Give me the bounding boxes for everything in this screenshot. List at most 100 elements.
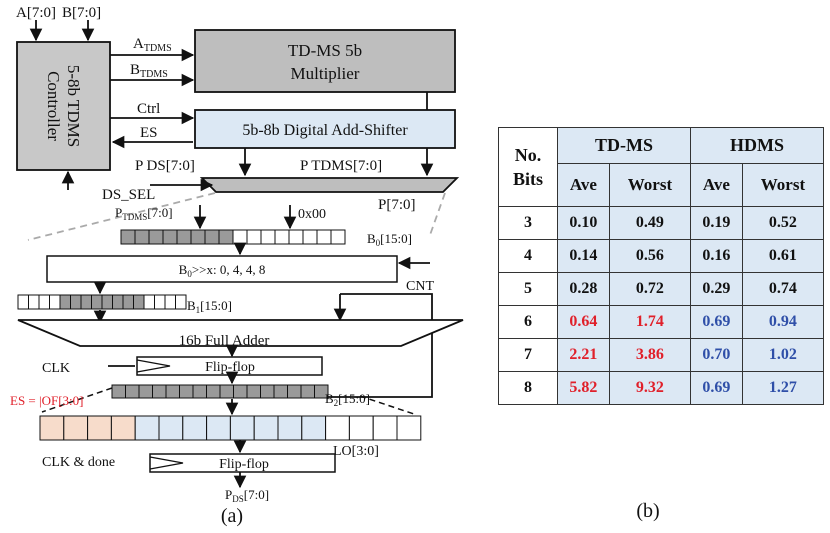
result-bit-cell <box>253 415 279 441</box>
b2-bit-cell <box>125 384 140 399</box>
b0-bit-cell <box>330 229 346 245</box>
b2-bit-cell <box>206 384 221 399</box>
hdms-ave-cell: 0.29 <box>689 272 743 306</box>
tdms-worst-cell: 1.74 <box>608 305 691 339</box>
b0-shifter-box <box>46 255 398 283</box>
zoom-line-right <box>429 192 446 236</box>
ff2-clock-symbol <box>149 456 184 470</box>
hdms-ave-cell: 0.69 <box>689 371 743 405</box>
b1-bit-cell <box>80 294 92 310</box>
b2-bit-cell <box>219 384 234 399</box>
hex-zero-label: 0x00 <box>298 207 326 222</box>
bits-cell: 5 <box>498 272 558 306</box>
b2-label: B2[15:0] <box>325 391 370 408</box>
b1-bit-cell <box>101 294 113 310</box>
b1-bit-cell <box>143 294 155 310</box>
shifter-label: B0>>x: 0, 4, 4, 8 <box>179 262 266 279</box>
multiplier-label-line2: Multiplier <box>291 64 360 83</box>
b0-bit-cell <box>302 229 318 245</box>
b1-bit-cell <box>38 294 50 310</box>
pds-output-label: PDS[7:0] <box>225 487 269 504</box>
tdms-ave-header: Ave <box>557 163 610 207</box>
hdms-worst-cell: 1.02 <box>741 338 825 372</box>
hdms-ave-header: Ave <box>689 163 743 207</box>
b1-register <box>17 294 187 310</box>
b1-bit-cell <box>164 294 176 310</box>
tdms-ave-cell: 2.21 <box>557 338 610 372</box>
table-subheader-row: Ave Worst Ave Worst <box>499 163 825 207</box>
result-bit-cell <box>87 415 112 441</box>
b0-bit-cell <box>190 229 206 245</box>
table-header-row: No. Bits TD-MS HDMS <box>498 127 825 207</box>
b2-bit-cell <box>165 384 180 399</box>
b0-bit-cell <box>288 229 304 245</box>
tdms-ave-cell: 0.28 <box>557 272 610 306</box>
b1-label: B1[15:0] <box>187 298 232 315</box>
hdms-worst-cell: 0.74 <box>741 272 825 306</box>
output-mux <box>199 177 460 193</box>
caption-a: (a) <box>221 505 243 527</box>
input-a-label: A[7:0] <box>16 5 56 21</box>
result-bit-cell <box>301 415 327 441</box>
b2-bit-cell <box>287 384 302 399</box>
result-bit-cell <box>39 415 65 441</box>
p-ds-label: P DS[7:0] <box>135 158 195 174</box>
tdms-ave-cell: 0.10 <box>557 206 610 240</box>
tdms-worst-cell: 3.86 <box>608 338 691 372</box>
result-bit-cell <box>325 415 350 441</box>
add-shifter-label: 5b-8b Digital Add-Shifter <box>242 122 408 139</box>
bits-cell: 7 <box>498 338 558 372</box>
hdms-worst-cell: 0.52 <box>741 206 825 240</box>
tdms-worst-header: Worst <box>608 163 691 207</box>
b2-bit-cell <box>260 384 275 399</box>
b2-bit-cell <box>138 384 153 399</box>
results-table: No. Bits TD-MS HDMS Ave Worst Ave Worst … <box>498 127 825 405</box>
b2-bit-cell <box>273 384 288 399</box>
b0-bit-cell <box>260 229 276 245</box>
b2-bit-cell <box>246 384 261 399</box>
tdms-worst-cell: 0.72 <box>608 272 691 306</box>
zoom-line-left <box>27 192 216 241</box>
multiplier-label-line1: TD-MS 5b <box>288 41 362 60</box>
hdms-worst-cell: 0.94 <box>741 305 825 339</box>
lo-label: LO[3:0] <box>333 444 379 459</box>
p-tdms-label: P TDMS[7:0] <box>300 158 382 174</box>
hdms-worst-cell: 0.61 <box>741 239 825 273</box>
result-bit-cell <box>229 415 255 441</box>
b0-bit-cell <box>218 229 234 245</box>
tdms-worst-cell: 9.32 <box>608 371 691 405</box>
b1-bit-cell <box>70 294 82 310</box>
tdms-group-header: TD-MS <box>557 127 691 164</box>
tdms-worst-cell: 0.49 <box>608 206 691 240</box>
flip-flop-2 <box>149 453 336 473</box>
b0-bit-cell <box>176 229 192 245</box>
zoom-line-left-2 <box>41 387 113 413</box>
b0-bit-cell <box>120 229 136 245</box>
clk-done-label: CLK & done <box>42 455 115 470</box>
cnt-label: CNT <box>406 279 434 294</box>
full-adder <box>17 319 464 347</box>
b0-register <box>120 229 346 245</box>
es-equation-label: ES = |OF[3:0] <box>10 393 84 408</box>
b-tdms-label: BTDMS <box>130 62 168 80</box>
clk-label: CLK <box>42 361 70 376</box>
ff1-label: Flip-flop <box>205 360 255 375</box>
result-bit-cell <box>277 415 303 441</box>
ctrl-label: Ctrl <box>137 101 160 117</box>
b0-bit-cell <box>162 229 178 245</box>
result-bit-cell <box>206 415 231 441</box>
adder-label: 16b Full Adder <box>179 333 270 349</box>
b0-bit-cell <box>274 229 290 245</box>
b0-bit-cell <box>134 229 150 245</box>
hdms-ave-cell: 0.69 <box>689 305 743 339</box>
b2-bit-cell <box>192 384 207 399</box>
a-tdms-label: ATDMS <box>133 36 172 54</box>
tdms-ave-cell: 0.14 <box>557 239 610 273</box>
result-bit-cell <box>182 415 208 441</box>
